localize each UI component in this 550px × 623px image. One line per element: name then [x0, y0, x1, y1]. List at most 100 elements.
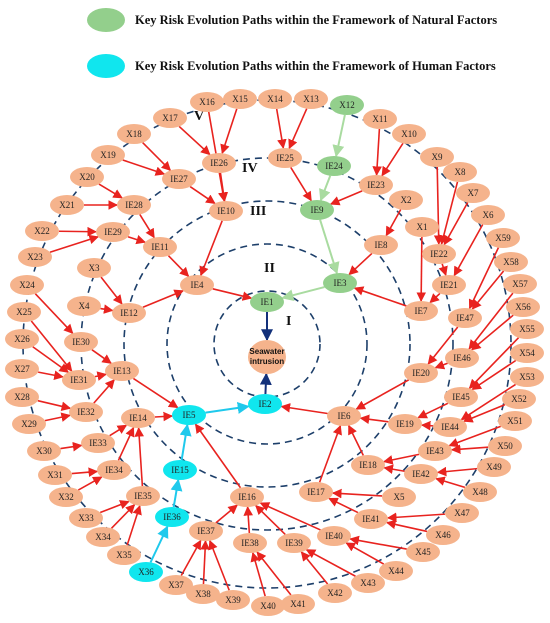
node-ie2-shape: [248, 394, 282, 414]
ring-label-III: III: [250, 204, 266, 219]
node-x16-shape: [190, 92, 224, 112]
edge-ie45-to-ie19: [417, 402, 449, 419]
node-x13-shape: [294, 89, 328, 109]
edge-x20-to-ie28: [98, 183, 123, 199]
edge-x29-to-ie32: [44, 412, 71, 422]
node-x56-label: X56: [515, 302, 531, 312]
node-ie29-label: IE29: [104, 227, 122, 237]
node-ie22: IE22: [422, 244, 456, 264]
node-x11-label: X11: [372, 114, 387, 124]
node-x26-shape: [5, 329, 39, 349]
node-x38: X38: [186, 584, 220, 604]
node-ie32-shape: [69, 402, 103, 422]
node-x24: X24: [10, 275, 44, 295]
node-x42-shape: [318, 583, 352, 603]
node-ie4-shape: [180, 275, 214, 295]
node-x22-label: X22: [34, 226, 50, 236]
node-ie9-shape: [300, 200, 334, 220]
node-ie45-label: IE45: [452, 392, 470, 402]
node-x57-shape: [503, 274, 537, 294]
edge-x18-to-ie27: [142, 142, 172, 172]
node-x11: X11: [363, 109, 397, 129]
node-x1-label: X1: [417, 222, 428, 232]
node-ie2-label: IE2: [259, 399, 272, 409]
node-x8: X8: [443, 162, 477, 182]
node-ie26: IE26: [202, 153, 236, 173]
node-ie7-label: IE7: [415, 306, 428, 316]
node-ie28-label: IE28: [125, 200, 143, 210]
node-x40: X40: [251, 596, 285, 616]
node-x12-shape: [330, 95, 364, 115]
node-x24-label: X24: [19, 280, 35, 290]
node-ie42-shape: [404, 464, 438, 484]
node-x30-label: X30: [36, 446, 52, 456]
node-x49-label: X49: [486, 462, 502, 472]
node-ie38-label: IE38: [241, 538, 259, 548]
node-ie28-shape: [117, 195, 151, 215]
node-x47-shape: [445, 503, 479, 523]
edge-ie33-to-ie14: [109, 424, 128, 437]
node-ie12-shape: [112, 303, 146, 323]
node-ie47-label: IE47: [456, 313, 474, 323]
node-ie32-label: IE32: [77, 407, 95, 417]
edge-ie15-to-ie5: [179, 423, 192, 461]
node-x2-shape: [389, 190, 423, 210]
node-x37-shape: [159, 575, 193, 595]
node-x10-shape: [392, 124, 426, 144]
node-x12-label: X12: [339, 100, 355, 110]
legend-natural-swatch: [87, 8, 125, 32]
node-x17: X17: [153, 108, 187, 128]
ring-3: [123, 200, 411, 488]
node-x47: X47: [445, 503, 479, 523]
node-x36-shape: [129, 562, 163, 582]
node-x38-shape: [186, 584, 220, 604]
edge-x33-to-ie35: [99, 500, 130, 514]
edge-ie36-to-ie15: [170, 478, 183, 508]
center-node: Seawater intrusion: [248, 340, 286, 374]
node-x50-shape: [488, 436, 522, 456]
node-x6-shape: [471, 205, 505, 225]
node-ie17-shape: [299, 482, 333, 502]
ring-label-V: V: [194, 109, 204, 124]
node-ie27: IE27: [162, 169, 196, 189]
node-ie44: IE44: [433, 417, 467, 437]
node-x18-shape: [117, 124, 151, 144]
node-x48-label: X48: [472, 487, 488, 497]
node-x25-shape: [7, 302, 41, 322]
node-ie7-shape: [404, 301, 438, 321]
node-x33-label: X33: [78, 513, 94, 523]
nodes-layer: X1X2X3X4X5X6X7X8X9X10X11X12X13X14X15X16X…: [5, 89, 544, 616]
node-ie25: IE25: [268, 148, 302, 168]
node-x39-shape: [216, 590, 250, 610]
node-x6: X6: [471, 205, 505, 225]
node-x46-label: X46: [435, 530, 451, 540]
node-x53: X53: [510, 367, 544, 387]
node-ie45: IE45: [444, 387, 478, 407]
node-x49: X49: [477, 457, 511, 477]
node-ie27-shape: [162, 169, 196, 189]
edge-x55-to-ie45: [468, 337, 520, 390]
edge-ie35-to-ie14: [134, 427, 144, 487]
node-x6-label: X6: [483, 210, 494, 220]
center-node-line1: Seawater: [249, 347, 284, 356]
center-node-line2: intrusion: [250, 357, 284, 366]
node-x14: X14: [258, 89, 292, 109]
node-x15: X15: [223, 89, 257, 109]
node-ie43-label: IE43: [426, 446, 444, 456]
node-x42: X42: [318, 583, 352, 603]
node-ie29: IE29: [96, 222, 130, 242]
node-ie34: IE34: [97, 460, 131, 480]
node-ie4-label: IE4: [191, 280, 204, 290]
node-ie20-label: IE20: [412, 368, 430, 378]
node-ie21-label: IE21: [440, 280, 458, 290]
edge-x26-to-ie31: [32, 346, 70, 373]
node-ie11-label: IE11: [151, 242, 168, 252]
ring-2: [166, 243, 368, 445]
node-ie31-label: IE31: [70, 375, 88, 385]
node-x51-shape: [498, 411, 532, 431]
node-ie18-shape: [351, 455, 385, 475]
node-x40-shape: [251, 596, 285, 616]
edge-x30-to-ie33: [60, 441, 83, 452]
node-x57: X57: [503, 274, 537, 294]
